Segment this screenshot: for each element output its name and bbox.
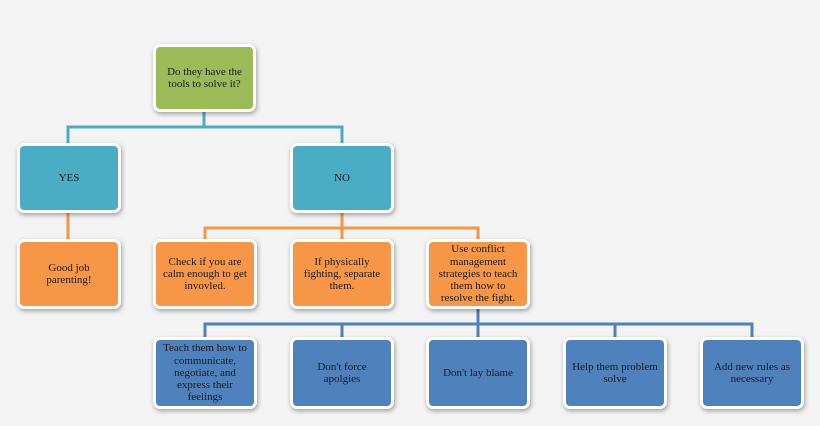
conflict-management-box: Use conflict management strategies to te…	[426, 239, 530, 309]
root-to-answers-connector	[66, 110, 344, 145]
strategy-dont-force-apologies: Don't force apolgies	[290, 337, 394, 409]
check-calm-box: Check if you are calm enough to get invo…	[153, 239, 257, 309]
no-box: NO	[290, 143, 394, 213]
strategy-teach-communicate: Teach them how to communicate, negotiate…	[153, 337, 257, 409]
strategy-new-rules: Add new rules as necessary	[700, 337, 804, 409]
strategies-connector	[203, 308, 754, 338]
strategy-dont-lay-blame: Don't lay blame	[426, 337, 530, 409]
no-to-actions-connector	[203, 212, 480, 240]
good-job-parenting-box: Good job parenting!	[17, 239, 121, 309]
yes-box: YES	[17, 143, 121, 213]
root-question-box: Do they have the tools to solve it?	[153, 44, 256, 112]
separate-them-box: If physically fighting, separate them.	[290, 239, 394, 309]
strategy-problem-solve: Help them problem solve	[563, 337, 667, 409]
